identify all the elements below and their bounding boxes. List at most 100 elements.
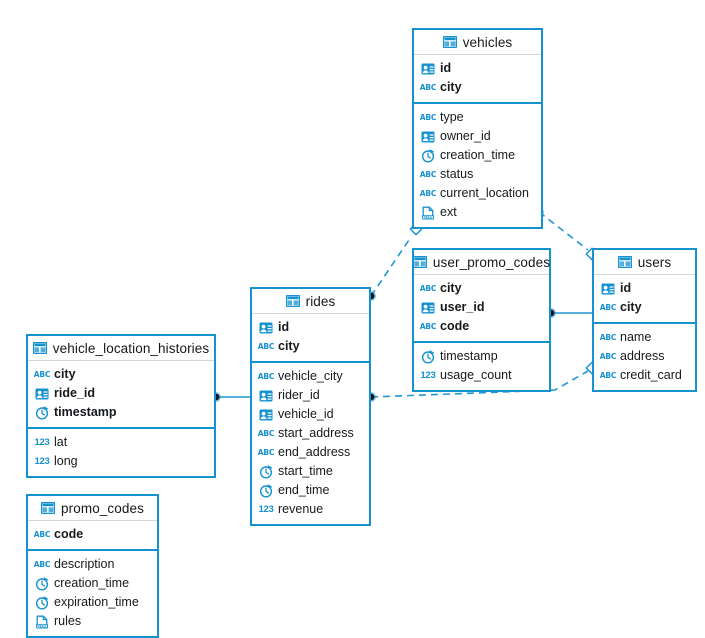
- field-row-rides-rider_id[interactable]: rider_id: [252, 386, 369, 405]
- abc-string-type-icon: ABC: [33, 559, 51, 569]
- field-row-vehicles-creation_time[interactable]: creation_time: [414, 146, 541, 165]
- table-header-rides[interactable]: rides: [252, 289, 369, 314]
- field-row-promo_codes-creation_time[interactable]: creation_time: [28, 574, 157, 593]
- abc-string-type-icon: ABC: [33, 529, 51, 539]
- field-name-vehicle_location_histories-city: city: [54, 367, 76, 381]
- field-row-rides-vehicle_id[interactable]: vehicle_id: [252, 405, 369, 424]
- field-name-rides-vehicle_city: vehicle_city: [278, 369, 343, 383]
- abc-string-type-icon: ABC: [257, 371, 275, 381]
- field-row-vehicle_location_histories-ride_id[interactable]: ride_id: [28, 384, 214, 403]
- field-name-users-city: city: [620, 300, 642, 314]
- table-header-users[interactable]: users: [594, 250, 695, 275]
- table-grid-icon: [32, 341, 47, 355]
- abc-string-type-icon: ABC: [419, 283, 437, 293]
- field-name-user_promo_codes-timestamp: timestamp: [440, 349, 498, 363]
- id-card-key-type-icon: [259, 389, 273, 403]
- field-name-vehicles-id: id: [440, 61, 452, 75]
- field-name-users-id: id: [620, 281, 632, 295]
- table-header-user_promo_codes[interactable]: user_promo_codes: [412, 250, 550, 275]
- field-row-users-id[interactable]: id: [594, 279, 695, 298]
- clock-timestamp-type-icon: [421, 148, 435, 163]
- field-row-rides-id[interactable]: id: [252, 318, 369, 337]
- field-row-rides-start_time[interactable]: start_time: [252, 462, 369, 481]
- field-name-vehicles-type: type: [440, 110, 464, 124]
- abc-string-type-icon: ABC: [257, 341, 275, 351]
- 123-number-type-icon: 123: [258, 503, 274, 515]
- field-name-rides-start_time: start_time: [278, 464, 333, 478]
- table-grid-icon: [412, 255, 427, 269]
- field-name-promo_codes-expiration_time: expiration_time: [54, 595, 139, 609]
- abc-string-type-icon: ABC: [419, 169, 437, 179]
- field-name-promo_codes-description: description: [54, 557, 115, 571]
- table-header-vehicle_location_histories[interactable]: vehicle_location_histories: [28, 336, 214, 361]
- abc-string-type-icon: ABC: [599, 302, 617, 312]
- table-header-promo_codes[interactable]: promo_codes: [28, 496, 157, 521]
- svg-text:JSON: JSON: [422, 214, 434, 219]
- field-name-vehicle_location_histories-ride_id: ride_id: [54, 386, 95, 400]
- field-name-vehicles-city: city: [440, 80, 462, 94]
- field-name-user_promo_codes-city: city: [440, 281, 462, 295]
- field-name-rides-end_time: end_time: [278, 483, 330, 497]
- field-row-vehicle_location_histories-timestamp[interactable]: timestamp: [28, 403, 214, 422]
- relationship-upc-to-users: [546, 308, 592, 318]
- field-row-vehicles-id[interactable]: id: [414, 59, 541, 78]
- field-name-users-address: address: [620, 349, 665, 363]
- id-card-key-type-icon: [421, 301, 435, 315]
- field-row-promo_codes-expiration_time[interactable]: expiration_time: [28, 593, 157, 612]
- table-name-users: users: [637, 254, 672, 270]
- field-name-rides-start_address: start_address: [278, 426, 354, 440]
- field-row-rides-end_time[interactable]: end_time: [252, 481, 369, 500]
- field-row-vehicles-owner_id[interactable]: owner_id: [414, 127, 541, 146]
- table-grid-icon: [442, 35, 457, 49]
- field-name-vehicles-current_location: current_location: [440, 186, 529, 200]
- field-name-vehicles-creation_time: creation_time: [440, 148, 516, 162]
- field-row-vehicles-ext[interactable]: JSON ext: [414, 203, 541, 222]
- field-row-user_promo_codes-user_id[interactable]: user_id: [414, 298, 549, 317]
- abc-string-type-icon: ABC: [419, 321, 437, 331]
- table-header-vehicles[interactable]: vehicles: [414, 30, 541, 55]
- 123-number-type-icon: 123: [34, 455, 50, 467]
- field-row-user_promo_codes-timestamp[interactable]: timestamp: [414, 347, 549, 366]
- table-name-vehicle_location_histories: vehicle_location_histories: [52, 340, 210, 356]
- field-name-vehicle_location_histories-lat: lat: [54, 435, 68, 449]
- table-name-promo_codes: promo_codes: [61, 500, 144, 516]
- field-name-vehicles-ext: ext: [440, 205, 457, 219]
